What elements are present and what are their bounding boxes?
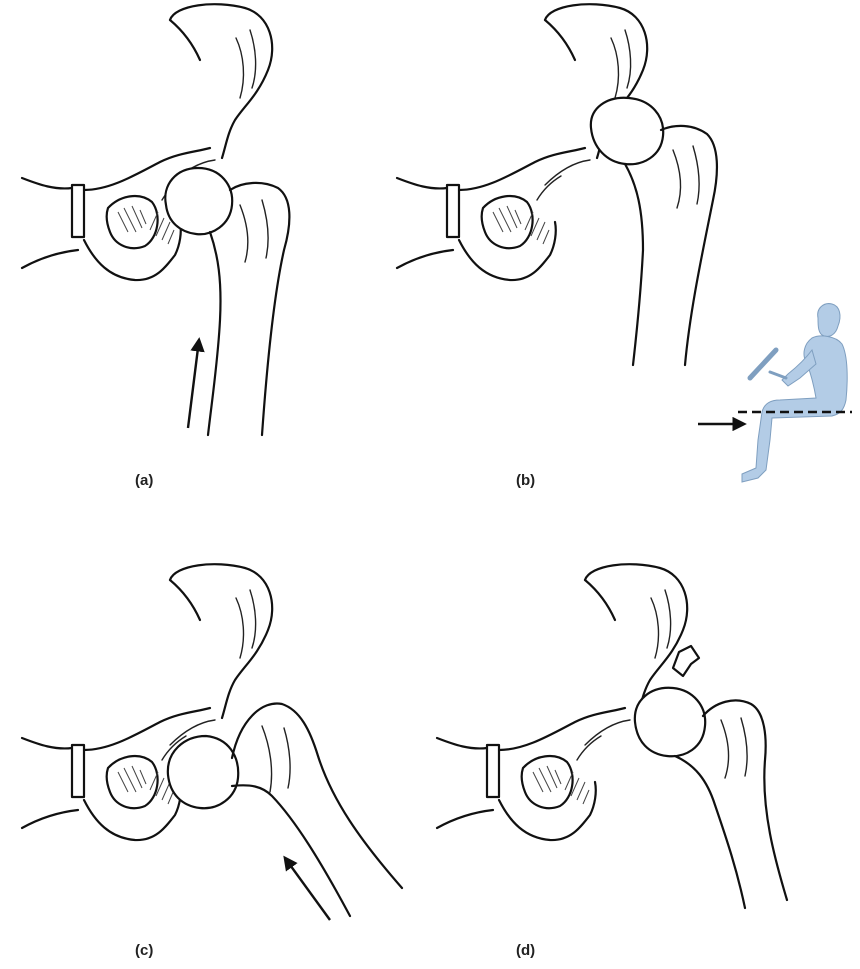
seated-person-icon (698, 304, 852, 482)
panel-label-b: (b) (516, 472, 535, 489)
panel-a-drawing (22, 4, 289, 435)
panel-label-c: (c) (135, 942, 153, 959)
panel-d-drawing (437, 564, 787, 908)
panel-label-d: (d) (516, 942, 535, 959)
panel-b-drawing (397, 4, 717, 365)
panel-label-a: (a) (135, 472, 153, 489)
panel-c-drawing (22, 564, 402, 920)
